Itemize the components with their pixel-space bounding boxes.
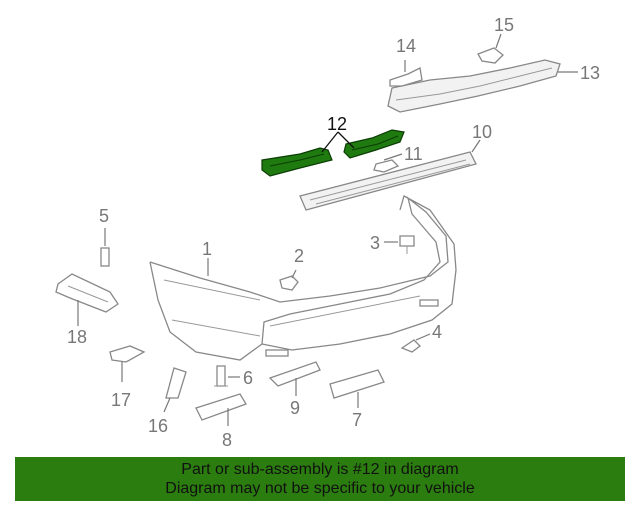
callout-15: 15 [494, 15, 514, 35]
callout-13: 13 [580, 63, 600, 83]
part-18-retainer[interactable] [55, 273, 119, 313]
callout-9: 9 [290, 398, 300, 418]
part-8-bracket[interactable] [195, 393, 247, 421]
callout-17: 17 [111, 390, 131, 410]
callout-1: 1 [202, 239, 212, 259]
part-11-clip[interactable] [373, 159, 400, 173]
part-9-reflector[interactable] [268, 361, 321, 387]
callout-2: 2 [294, 246, 304, 266]
info-banner: Part or sub-assembly is #12 in diagram D… [15, 457, 625, 501]
callout-10: 10 [472, 122, 492, 142]
banner-line-1: Part or sub-assembly is #12 in diagram [181, 461, 459, 478]
part-17-bracket[interactable] [109, 345, 146, 363]
part-7-step-guard[interactable] [329, 369, 385, 399]
part-6-bolt[interactable] [214, 365, 228, 387]
callout-7: 7 [352, 410, 362, 430]
part-1-bumper-cover[interactable] [149, 195, 457, 361]
part-3-bolt[interactable] [399, 235, 415, 254]
callout-4: 4 [432, 322, 442, 342]
highlight-shape [261, 147, 333, 177]
callout-6: 6 [243, 368, 253, 388]
highlight-shape [343, 129, 405, 159]
part-14-bracket[interactable] [389, 67, 423, 87]
part-2-clip[interactable] [279, 275, 299, 291]
callout-12: 12 [327, 114, 347, 134]
part-12-bracket-left[interactable] [261, 147, 333, 177]
bumper-exploded-diagram: 13 15 14 12 11 10 1 [55, 15, 600, 450]
banner-line-2: Diagram may not be specific to your vehi… [165, 480, 475, 497]
part-16-bracket[interactable] [165, 367, 187, 399]
callout-5: 5 [99, 206, 109, 226]
callout-14: 14 [396, 36, 416, 56]
callout-8: 8 [222, 430, 232, 450]
part-10-step-pad[interactable] [299, 151, 477, 211]
part-15-clip[interactable] [477, 47, 504, 64]
callout-16: 16 [148, 416, 168, 436]
part-13-absorber[interactable] [387, 59, 561, 113]
part-5-bolt[interactable] [100, 247, 110, 267]
callout-3: 3 [370, 233, 380, 253]
callout-11: 11 [404, 144, 423, 164]
part-4-clip[interactable] [400, 339, 421, 353]
callout-18: 18 [67, 327, 87, 347]
part-12-bracket-right[interactable] [343, 129, 405, 159]
